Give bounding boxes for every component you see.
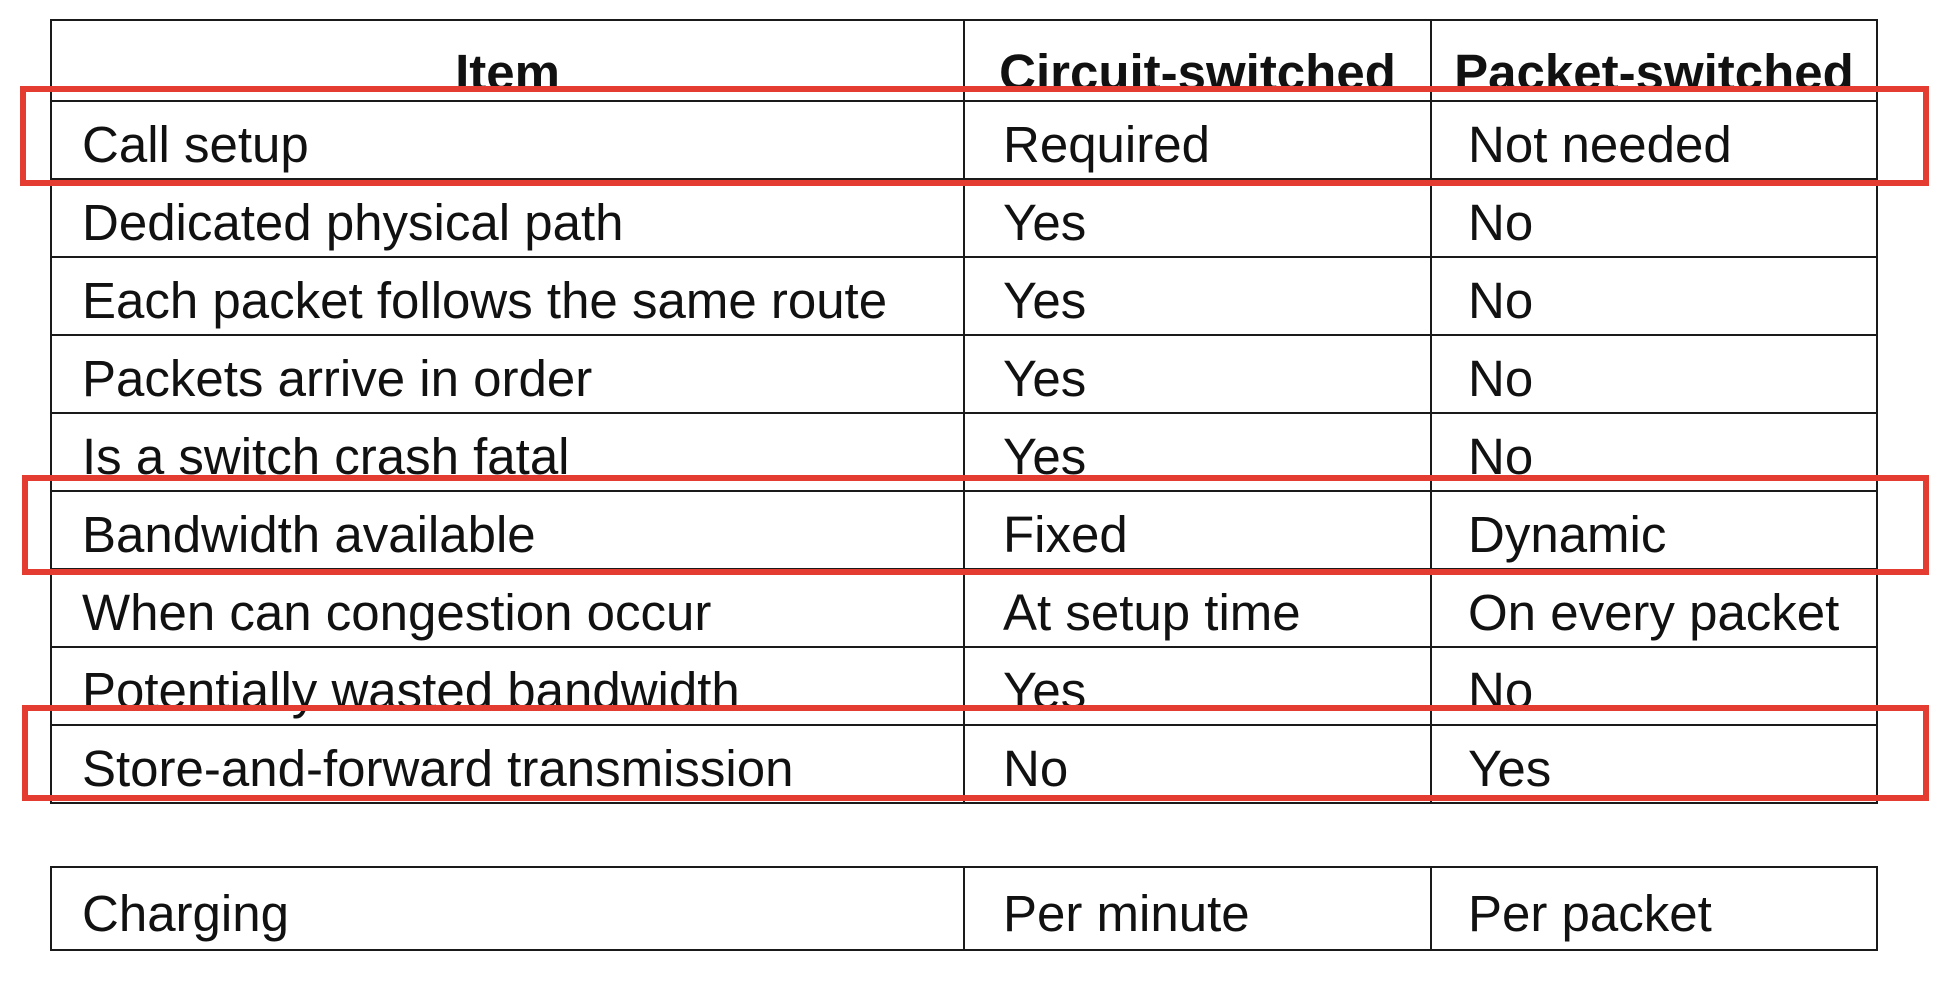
header-circuit-switched: Circuit-switched — [963, 19, 1432, 102]
row-packet-value: No — [1430, 178, 1878, 258]
comparison-table: Item Circuit-switched Packet-switched Ca… — [50, 19, 1878, 804]
row-circuit-value: Required — [963, 100, 1432, 180]
row-packet-value: Per packet — [1430, 866, 1878, 951]
row-packet-value: Not needed — [1430, 100, 1878, 180]
table-row: Packets arrive in order Yes No — [50, 334, 1878, 414]
row-circuit-value: Yes — [963, 412, 1432, 492]
row-item: Packets arrive in order — [50, 334, 965, 414]
row-packet-value: No — [1430, 412, 1878, 492]
table-row: When can congestion occur At setup time … — [50, 568, 1878, 648]
row-packet-value: No — [1430, 646, 1878, 726]
table-row: Call setup Required Not needed — [50, 100, 1878, 180]
table-row: Potentially wasted bandwidth Yes No — [50, 646, 1878, 726]
table-row: Dedicated physical path Yes No — [50, 178, 1878, 258]
table-row: Bandwidth available Fixed Dynamic — [50, 490, 1878, 570]
row-item: Dedicated physical path — [50, 178, 965, 258]
row-item: Is a switch crash fatal — [50, 412, 965, 492]
row-item: Potentially wasted bandwidth — [50, 646, 965, 726]
row-packet-value: Yes — [1430, 724, 1878, 804]
row-packet-value: No — [1430, 256, 1878, 336]
row-circuit-value: Per minute — [963, 866, 1432, 951]
table-row: Each packet follows the same route Yes N… — [50, 256, 1878, 336]
table-row: Charging Per minute Per packet — [50, 866, 1878, 951]
table-row: Store-and-forward transmission No Yes — [50, 724, 1878, 804]
charging-table: Charging Per minute Per packet — [50, 866, 1878, 951]
header-item: Item — [50, 19, 965, 102]
table-header-row: Item Circuit-switched Packet-switched — [50, 19, 1878, 102]
row-item: When can congestion occur — [50, 568, 965, 648]
row-circuit-value: Fixed — [963, 490, 1432, 570]
row-item: Each packet follows the same route — [50, 256, 965, 336]
row-circuit-value: Yes — [963, 178, 1432, 258]
row-circuit-value: At setup time — [963, 568, 1432, 648]
row-item: Store-and-forward transmission — [50, 724, 965, 804]
row-circuit-value: Yes — [963, 256, 1432, 336]
row-item: Bandwidth available — [50, 490, 965, 570]
row-circuit-value: No — [963, 724, 1432, 804]
row-packet-value: No — [1430, 334, 1878, 414]
row-circuit-value: Yes — [963, 646, 1432, 726]
row-circuit-value: Yes — [963, 334, 1432, 414]
row-packet-value: Dynamic — [1430, 490, 1878, 570]
row-item: Call setup — [50, 100, 965, 180]
row-item: Charging — [50, 866, 965, 951]
table-row: Is a switch crash fatal Yes No — [50, 412, 1878, 492]
row-packet-value: On every packet — [1430, 568, 1878, 648]
header-packet-switched: Packet-switched — [1430, 19, 1878, 102]
